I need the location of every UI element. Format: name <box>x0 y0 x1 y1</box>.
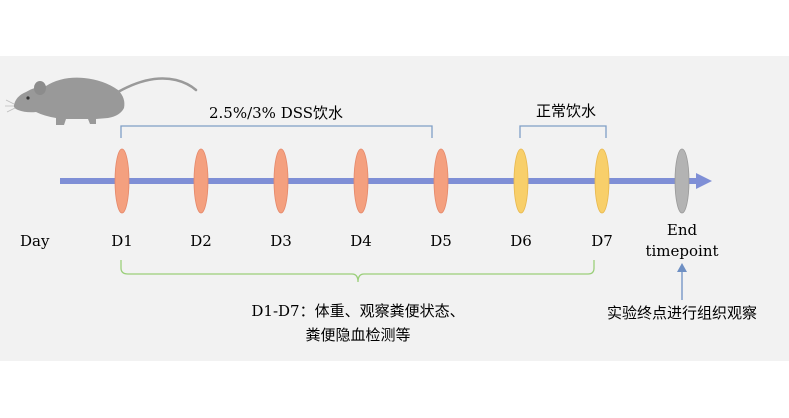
timeline-arrowhead <box>696 173 712 189</box>
dss-phase-bracket <box>120 125 433 138</box>
day-marker-d6 <box>513 148 529 214</box>
day-marker-d7 <box>594 148 610 214</box>
end-label-line1: End <box>667 221 698 239</box>
day-label-d5: D5 <box>430 232 452 250</box>
water-phase-bracket <box>519 125 607 138</box>
day-label-d2: D2 <box>190 232 212 250</box>
day-label-d7: D7 <box>591 232 613 250</box>
d1-d7-note-line1: D1-D7：体重、观察粪便状态、 <box>251 302 464 320</box>
d1-d7-note-line2: 粪便隐血检测等 <box>305 326 410 344</box>
day-marker-d2 <box>193 148 209 214</box>
day-label-d4: D4 <box>350 232 372 250</box>
timeline-axis <box>60 178 698 184</box>
day-marker-d5 <box>433 148 449 214</box>
mouse-icon <box>5 77 198 125</box>
day-axis-label: Day <box>20 232 50 250</box>
day-marker-d4 <box>353 148 369 214</box>
d1-d7-bracket <box>120 260 595 283</box>
dss-phase-label: 2.5%/3% DSS饮水 <box>209 104 343 122</box>
day-label-d1: D1 <box>111 232 133 250</box>
end-label-line2: timepoint <box>645 242 718 260</box>
day-marker-d1 <box>114 148 130 214</box>
background-band <box>0 56 789 361</box>
end-note: 实验终点进行组织观察 <box>607 304 757 322</box>
day-label-d6: D6 <box>510 232 532 250</box>
end-marker <box>674 148 690 214</box>
day-marker-d3 <box>273 148 289 214</box>
day-label-d3: D3 <box>270 232 292 250</box>
end-note-arrowhead <box>677 263 687 272</box>
water-phase-label: 正常饮水 <box>536 102 596 120</box>
